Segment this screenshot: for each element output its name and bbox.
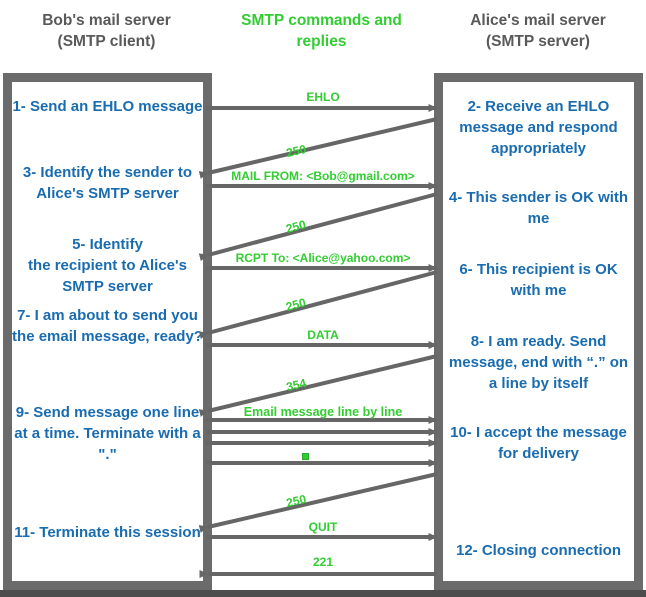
step-3-text: 3- Identify the sender to Alice's SMTP s…	[22, 164, 193, 202]
header-client-title: Bob's mail server (SMTP client)	[42, 12, 171, 50]
label-221: 221	[312, 555, 334, 569]
step-5-text: 5- Identify the recipient to Alice's SMT…	[28, 236, 187, 295]
server-steps-inner: 2- Receive an EHLO message and respond a…	[443, 82, 634, 581]
client-steps-panel: 1- Send an EHLO message 3- Identify the …	[3, 73, 212, 590]
step-6-text: 6- This recipient is OK with me	[459, 261, 618, 299]
label-rcpt-to: RCPT To: <Alice@yahoo.com>	[235, 251, 411, 265]
step-9-text: 9- Send message one line at a time. Term…	[14, 404, 201, 463]
label-data: DATA	[307, 328, 339, 342]
header-center-title: SMTP commands and replies	[241, 12, 402, 50]
server-steps-panel: 2- Receive an EHLO message and respond a…	[434, 73, 643, 590]
step-4-text: 4- This sender is OK with me	[448, 189, 629, 227]
step-12-text: 12- Closing connection	[455, 542, 621, 559]
label-email-body: Email message line by line	[243, 405, 403, 419]
step-1-text: 1- Send an EHLO message	[12, 98, 203, 115]
header-server-title: Alice's mail server (SMTP server)	[470, 12, 606, 50]
label-ehlo: EHLO	[306, 90, 340, 104]
step-7-text: 7- I am about to send you the email mess…	[12, 307, 203, 345]
terminating-period-marker	[302, 453, 309, 460]
label-quit: QUIT	[308, 520, 338, 534]
bottom-edge-strip	[0, 590, 646, 597]
step-2-text: 2- Receive an EHLO message and respond a…	[459, 98, 618, 157]
label-mail-from: MAIL FROM: <Bob@gmail.com>	[231, 169, 415, 183]
client-steps-inner: 1- Send an EHLO message 3- Identify the …	[12, 82, 203, 581]
step-11-text: 11- Terminate this session	[14, 524, 201, 541]
step-10-text: 10- I accept the message for delivery	[450, 424, 627, 462]
step-8-text: 8- I am ready. Send message, end with “.…	[448, 333, 629, 392]
